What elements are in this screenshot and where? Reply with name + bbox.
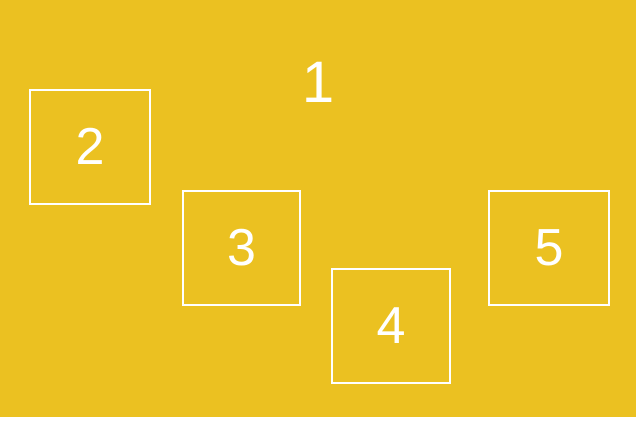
box-5: 5	[488, 190, 610, 306]
box-3: 3	[182, 190, 301, 306]
box-2: 2	[29, 89, 151, 205]
box-4: 4	[331, 268, 451, 384]
label-1: 1	[301, 50, 335, 115]
